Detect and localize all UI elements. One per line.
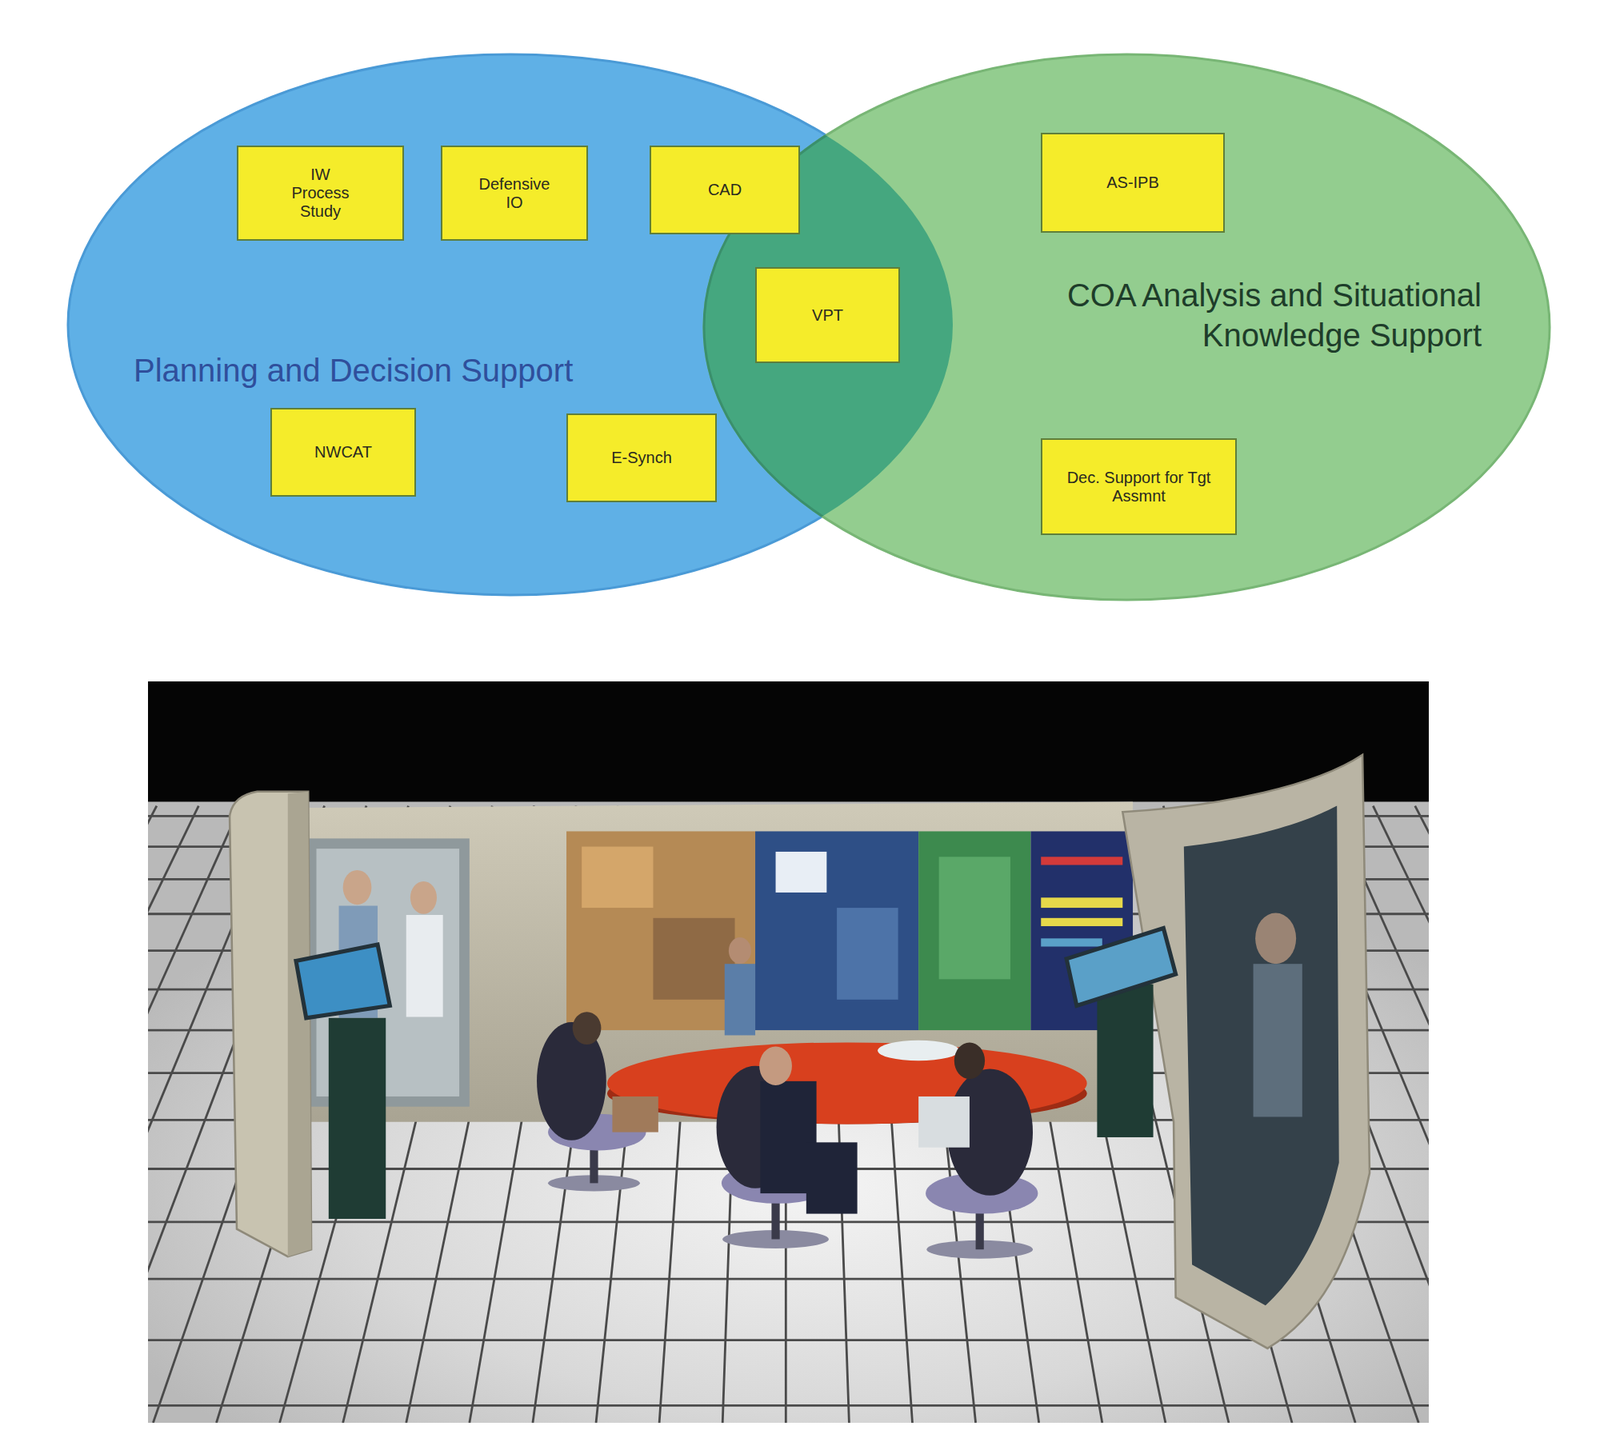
left-pillar-part: [229, 792, 312, 1257]
tool-box: IW Process Study: [236, 145, 404, 241]
right-curved-wall-part: [1184, 806, 1340, 1307]
tool-label: IW Process Study: [286, 165, 355, 221]
back-wall-part: [1040, 938, 1103, 947]
command-center-render: [148, 681, 1429, 1424]
tool-box: AS-IPB: [1040, 132, 1225, 233]
backdrop: [148, 681, 1429, 1424]
seated-person-part: [612, 1096, 658, 1133]
seated-person-part: [954, 1042, 985, 1080]
back-wall-part: [1040, 856, 1123, 865]
back-wall-part: [1040, 918, 1123, 927]
tool-label: E-Synch: [611, 448, 672, 468]
tool-label: Defensive IO: [474, 175, 555, 212]
tool-label: NWCAT: [314, 443, 372, 462]
right-kiosk: [1066, 928, 1176, 1138]
tool-label: VPT: [812, 306, 844, 325]
region-label: Planning and Decision Support: [133, 350, 678, 391]
back-wall-part: [776, 852, 828, 893]
left-pillar-part: [288, 792, 312, 1257]
standing-person: [724, 937, 756, 1036]
left-kiosk-part: [296, 944, 390, 1019]
tool-box: NWCAT: [270, 408, 416, 497]
tool-label: CAD: [708, 180, 742, 200]
back-wall-part: [939, 856, 1011, 980]
tool-box: Dec. Support for Tgt Assmnt: [1040, 438, 1237, 536]
tool-label: AS-IPB: [1106, 173, 1160, 192]
seated-person-part: [759, 1046, 792, 1085]
right-kiosk-part: [1066, 928, 1176, 1007]
tool-box: E-Synch: [566, 413, 717, 503]
seated-person-part: [806, 1142, 858, 1214]
tool-box: Defensive IO: [440, 145, 588, 241]
overlap-fill: [704, 54, 1550, 600]
ellipse-shape: [704, 54, 1550, 600]
region-label: COA Analysis and Situational Knowledge S…: [969, 275, 1482, 356]
left-poster-part: [410, 881, 437, 915]
red-table-part: [877, 1040, 960, 1062]
seated-person-part: [918, 1096, 970, 1148]
right-kiosk-part: [1096, 984, 1153, 1138]
right-curved-wall-part: [1122, 755, 1370, 1349]
back-wall-part: [652, 918, 735, 1000]
seated-person: [918, 1042, 1038, 1259]
standing-person-part: [728, 937, 752, 964]
seated-person: [716, 1046, 858, 1248]
tool-box: CAD: [649, 145, 800, 235]
backdrop-part: [148, 681, 1429, 1424]
seated-person-part: [572, 1012, 602, 1045]
right-curved-wall: [1122, 755, 1370, 1349]
back-wall-part: [581, 847, 653, 909]
back-wall-part: [918, 831, 1031, 1031]
left-kiosk: [296, 944, 390, 1220]
standing-person-part: [724, 964, 756, 1036]
left-poster-part: [406, 915, 444, 1018]
back-wall-part: [836, 908, 899, 1000]
seated-person: [536, 1012, 659, 1192]
left-pillar: [229, 792, 312, 1257]
tool-label: Dec. Support for Tgt Assmnt: [1056, 468, 1221, 506]
right-curved-wall-part: [1253, 964, 1303, 1117]
back-wall-part: [1040, 897, 1123, 908]
left-poster-part: [343, 870, 372, 905]
tool-box: VPT: [755, 267, 900, 364]
back-wall-part: [755, 831, 919, 1031]
right-curved-wall-part: [1255, 912, 1296, 964]
left-kiosk-part: [328, 1018, 386, 1220]
